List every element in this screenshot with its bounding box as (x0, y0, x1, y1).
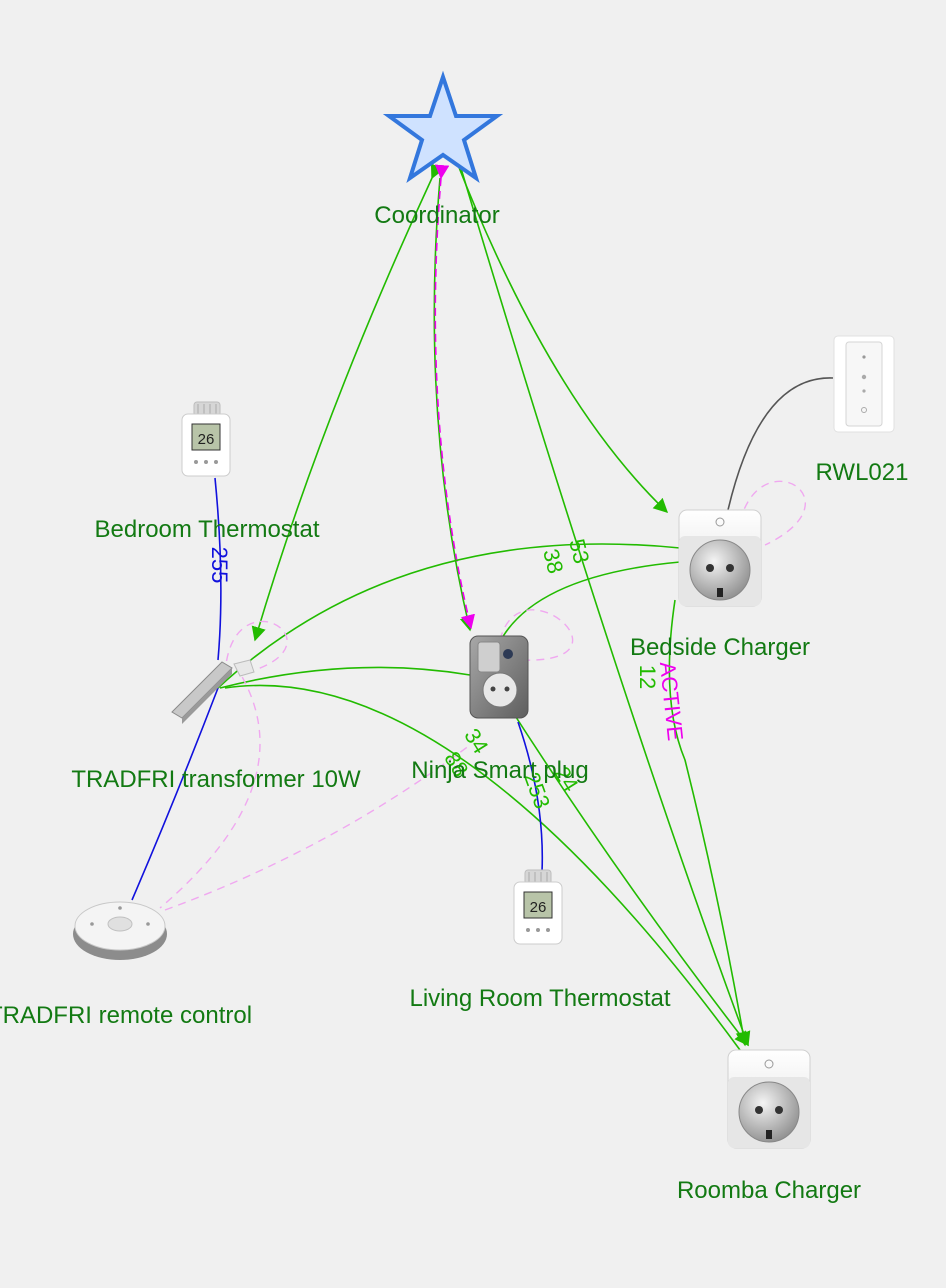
edge-bedroom-thermostat-transformer (214, 477, 222, 661)
node-tradfri-remote[interactable]: TRADFRI remote control (0, 901, 252, 1029)
smart-plug-icon (678, 509, 762, 607)
node-rwl021[interactable]: RWL021 (816, 335, 909, 486)
node-label-living-room-thermostat: Living Room Thermostat (410, 985, 671, 1012)
edge-bedside-roomba (668, 599, 750, 1047)
node-bedroom-thermostat[interactable]: 26 Bedroom Thermostat (95, 401, 320, 543)
transformer-icon (171, 659, 255, 724)
edge-ninja-living-thermostat (517, 721, 544, 873)
edge-ninja-roomba (504, 699, 749, 1047)
edge-transformer-roomba (224, 684, 741, 1051)
node-coordinator[interactable]: Coordinator (374, 70, 504, 229)
node-label-ninja-smart-plug: Ninja Smart plug (411, 757, 588, 784)
edge-bedside-self-loop (739, 480, 806, 546)
edge-bedside-transformer (217, 543, 681, 689)
node-label-roomba-charger: Roomba Charger (677, 1177, 861, 1204)
edge-transformer-self-loop (224, 620, 288, 676)
smart-plug-icon (469, 635, 529, 719)
edge-coordinator-roomba (449, 150, 751, 1047)
thermostat-icon: 26 (181, 401, 231, 477)
star-icon (382, 70, 504, 184)
edge-transformer-ninja (219, 666, 471, 689)
node-label-bedside-charger: Bedside Charger (630, 634, 810, 661)
edge-transformer-remote-dashed (159, 664, 261, 909)
edge-transformer-remote (131, 687, 219, 901)
round-remote-icon (73, 901, 167, 960)
edge-rwl021-bedside (727, 377, 834, 511)
node-roomba-charger[interactable]: Roomba Charger (677, 1049, 861, 1204)
smart-plug-icon (727, 1049, 811, 1149)
edge-label-bedroom-transformer: 255 (207, 547, 232, 584)
svg-text:26: 26 (198, 431, 215, 448)
node-living-room-thermostat[interactable]: 26 Living Room Thermostat (410, 869, 671, 1012)
edge-label-bedside-roomba: 12 (635, 665, 660, 689)
thermostat-icon: 26 (513, 869, 563, 945)
edge-label-coordinator-roomba: 53 (564, 536, 594, 566)
node-label-tradfri-transformer: TRADFRI transformer 10W (71, 766, 361, 793)
node-label-coordinator: Coordinator (374, 202, 499, 229)
node-ninja-smart-plug[interactable]: Ninja Smart plug (411, 635, 589, 784)
node-tradfri-transformer[interactable]: TRADFRI transformer 10W (71, 659, 361, 793)
edge-bedside-ninja (501, 561, 681, 639)
edge-ninja-self-loop (499, 609, 574, 661)
node-bedside-charger[interactable]: Bedside Charger (630, 509, 810, 661)
dimmer-switch-icon (833, 335, 895, 433)
edge-label-active-route: ACTIVE (655, 660, 688, 742)
svg-text:26: 26 (530, 899, 547, 916)
edge-coordinator-transformer (251, 163, 444, 642)
node-label-bedroom-thermostat: Bedroom Thermostat (95, 516, 320, 543)
edge-label-bedside-transformer: 38 (538, 546, 568, 576)
node-label-rwl021: RWL021 (816, 459, 909, 486)
node-label-tradfri-remote: TRADFRI remote control (0, 1002, 252, 1029)
edges (131, 145, 834, 1051)
edge-remote-ninja-dashed (164, 744, 471, 911)
